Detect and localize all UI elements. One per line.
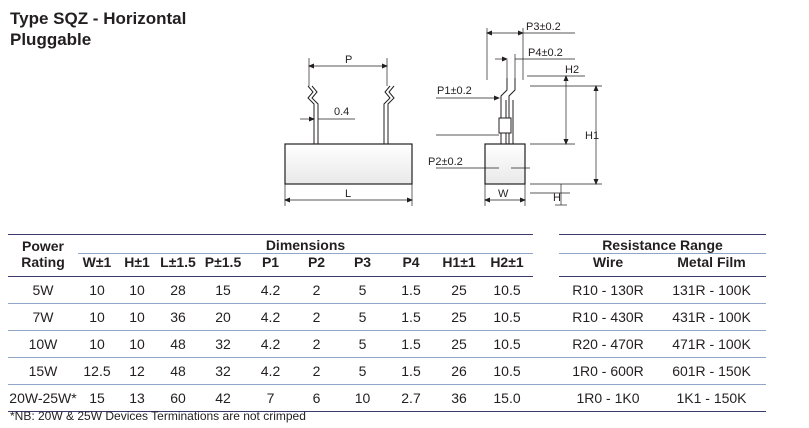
- col-p2: P2: [293, 253, 340, 277]
- col-p: P±1.5: [198, 253, 248, 277]
- label-p2: P2±0.2: [428, 156, 463, 168]
- label-h: H: [553, 192, 561, 204]
- resistance-range-header: Resistance Range: [559, 234, 766, 254]
- col-h2: H2±1: [481, 253, 533, 277]
- label-p: P: [345, 54, 352, 66]
- label-p3: P3±0.2: [526, 21, 561, 33]
- col-p4: P4: [385, 253, 437, 277]
- table-row: 7W 10 10 36 20 4.2 2 5 1.5 25 10.5 R10 -…: [8, 303, 766, 331]
- page-title: Type SQZ - Horizontal Pluggable: [10, 8, 186, 50]
- col-p3: P3: [340, 253, 385, 277]
- table-row: 5W 10 10 28 15 4.2 2 5 1.5 25 10.5 R10 -…: [8, 276, 766, 304]
- label-w: W: [498, 188, 509, 200]
- label-h1: H1: [585, 130, 599, 142]
- col-rating: Rating: [8, 253, 78, 277]
- power-header: Power: [8, 234, 78, 254]
- front-view: [284, 58, 413, 206]
- label-p1: P1±0.2: [437, 85, 472, 97]
- col-wire: Wire: [559, 253, 657, 277]
- table-row: 20W-25W* 15 13 60 42 7 6 10 2.7 36 15.0 …: [8, 384, 766, 412]
- col-l: L±1.5: [158, 253, 198, 277]
- table-row: 10W 10 10 48 32 4.2 2 5 1.5 25 10.5 R20 …: [8, 330, 766, 358]
- label-lead-thickness: 0.4: [334, 106, 349, 118]
- title-line-2: Pluggable: [10, 30, 92, 49]
- dimension-drawing: P 0.4 L: [284, 21, 602, 206]
- dimensions-header: Dimensions: [78, 234, 533, 254]
- left-lead: [307, 85, 315, 144]
- resistor-body-front: [284, 143, 413, 185]
- resistor-body-side: [484, 143, 526, 185]
- col-h1: H1±1: [437, 253, 481, 277]
- specifications-table: Power Dimensions Resistance Range Rating…: [8, 234, 766, 412]
- right-lead: [383, 85, 391, 144]
- label-p4: P4±0.2: [528, 47, 563, 59]
- table-row: 15W 12.5 12 48 32 4.2 2 5 1.5 26 10.5 1R…: [8, 357, 766, 385]
- col-p1: P1: [248, 253, 293, 277]
- col-w: W±1: [78, 253, 116, 277]
- table-group-header: Power Dimensions Resistance Range: [8, 234, 766, 254]
- label-h2: H2: [565, 64, 579, 76]
- label-l: L: [345, 188, 351, 200]
- footnote: *NB: 20W & 25W Devices Terminations are …: [10, 409, 306, 423]
- col-metal-film: Metal Film: [657, 253, 766, 277]
- side-view: [436, 28, 602, 206]
- col-h: H±1: [116, 253, 158, 277]
- title-line-1: Type SQZ - Horizontal: [10, 9, 187, 28]
- table-column-header: Rating W±1 H±1 L±1.5 P±1.5 P1 P2 P3 P4 H…: [8, 253, 766, 277]
